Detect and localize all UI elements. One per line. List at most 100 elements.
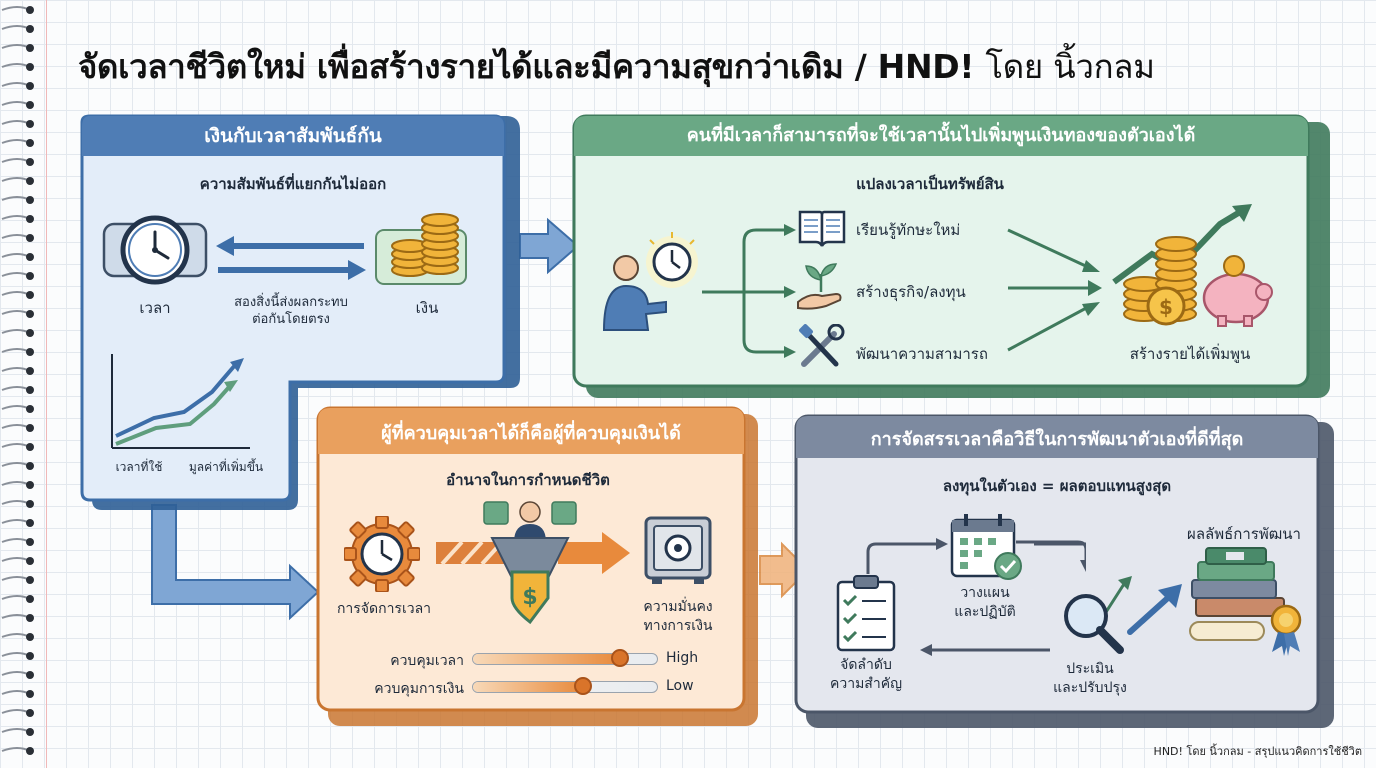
coins-piggy-growth-icon: $ bbox=[1112, 204, 1273, 327]
spiral-ring bbox=[1, 291, 31, 296]
spiral-hole bbox=[26, 44, 34, 52]
graph-x-label-time: เวลาที่ใช้ bbox=[115, 460, 163, 474]
slider-label-money: ควบคุมการเงิน bbox=[374, 681, 464, 697]
spiral-ring bbox=[1, 481, 31, 486]
assets-result-label: สร้างรายได้เพิ่มพูน bbox=[1129, 345, 1251, 363]
funnel-control-icon: $ bbox=[436, 501, 630, 625]
spiral-hole bbox=[26, 158, 34, 166]
spiral-hole bbox=[26, 538, 34, 546]
spiral-ring bbox=[1, 519, 31, 524]
cycle-arrows-icon bbox=[866, 538, 1086, 656]
spiral-hole bbox=[26, 234, 34, 242]
person-clock-icon bbox=[602, 232, 698, 331]
page-title: จัดเวลาชีวิตใหม่ เพื่อสร้างรายได้และมีคว… bbox=[78, 40, 1338, 100]
mutual-arrows-icon bbox=[216, 236, 366, 280]
assets-subtitle: แปลงเวลาเป็นทรัพย์สิน bbox=[856, 175, 1004, 193]
spiral-ring bbox=[1, 6, 31, 11]
spiral-hole bbox=[26, 443, 34, 451]
money-control-slider[interactable] bbox=[472, 677, 658, 695]
panel-money-time-header: เงินกับเวลาสัมพันธ์กัน bbox=[204, 125, 382, 147]
spiral-hole bbox=[26, 291, 34, 299]
money-control-knob[interactable] bbox=[574, 677, 593, 695]
notebook-margin-line bbox=[46, 0, 47, 768]
spiral-hole bbox=[26, 500, 34, 508]
spiral-hole bbox=[26, 6, 34, 14]
panel-develop: การจัดสรรเวลาคือวิธีในการพัฒนาตัวเองที่ด… bbox=[796, 420, 1318, 460]
spiral-ring bbox=[1, 348, 31, 353]
spiral-hole bbox=[26, 101, 34, 109]
spiral-hole bbox=[26, 63, 34, 71]
time-label: เวลา bbox=[139, 299, 171, 317]
panel-assets-header: คนที่มีเวลาก็สามารถที่จะใช้เวลานั้นไปเพิ… bbox=[686, 125, 1196, 146]
spiral-ring bbox=[1, 215, 31, 220]
time-control-knob[interactable] bbox=[611, 649, 630, 667]
spiral-ring bbox=[1, 196, 31, 201]
branch-label-learn: เรียนรู้ทักษะใหม่ bbox=[856, 221, 961, 239]
step-plan-label: วางแผน และปฏิบัติ bbox=[954, 585, 1016, 620]
develop-subtitle: ลงทุนในตัวเอง = ผลตอบแทนสูงสุด bbox=[942, 477, 1172, 495]
spiral-ring bbox=[1, 82, 31, 87]
gear-clock-icon bbox=[344, 516, 420, 592]
coins-icon bbox=[375, 213, 467, 285]
svg-text:$: $ bbox=[1159, 295, 1173, 319]
spiral-hole bbox=[26, 747, 34, 755]
spiral-hole bbox=[26, 709, 34, 717]
panel-assets-frame bbox=[572, 114, 1330, 398]
growth-arrow-icon bbox=[1127, 584, 1182, 635]
spiral-ring bbox=[1, 101, 31, 106]
panel-money-time: เงินกับเวลาสัมพันธ์กัน bbox=[82, 116, 504, 156]
spiral-hole bbox=[26, 272, 34, 280]
time-control-fill bbox=[473, 654, 621, 664]
control-subtitle: อำนาจในการกำหนดชีวิต bbox=[446, 471, 610, 489]
spiral-hole bbox=[26, 690, 34, 698]
spiral-ring bbox=[1, 557, 31, 562]
spiral-ring bbox=[1, 234, 31, 239]
checklist-icon bbox=[836, 575, 896, 652]
spiral-ring bbox=[1, 272, 31, 277]
spiral-ring bbox=[1, 576, 31, 581]
growth-graph-icon bbox=[111, 354, 250, 449]
spiral-hole bbox=[26, 177, 34, 185]
spiral-hole bbox=[26, 405, 34, 413]
spiral-hole bbox=[26, 652, 34, 660]
spiral-hole bbox=[26, 120, 34, 128]
spiral-ring bbox=[1, 329, 31, 334]
spiral-ring bbox=[1, 500, 31, 505]
spiral-hole bbox=[26, 310, 34, 318]
slider-value-money: Low bbox=[666, 678, 694, 694]
spiral-hole bbox=[26, 633, 34, 641]
spiral-hole bbox=[26, 519, 34, 527]
spiral-ring bbox=[1, 386, 31, 391]
magnifier-chart-icon bbox=[1064, 576, 1132, 654]
spiral-hole bbox=[26, 386, 34, 394]
spiral-hole bbox=[26, 614, 34, 622]
spiral-hole bbox=[26, 671, 34, 679]
spiral-hole bbox=[26, 557, 34, 565]
spiral-ring bbox=[1, 747, 31, 752]
notebook-spiral bbox=[1, 6, 34, 755]
spiral-ring bbox=[1, 728, 31, 733]
spiral-ring bbox=[1, 177, 31, 182]
converging-arrows-icon bbox=[1007, 228, 1102, 352]
spiral-hole bbox=[26, 462, 34, 470]
spiral-ring bbox=[1, 310, 31, 315]
panel-develop-header: การจัดสรรเวลาคือวิธีในการพัฒนาตัวเองที่ด… bbox=[870, 429, 1244, 450]
spiral-ring bbox=[1, 462, 31, 467]
branch-label-skills: พัฒนาความสามารถ bbox=[856, 345, 988, 363]
spiral-hole bbox=[26, 253, 34, 261]
panel-control-header: ผู้ที่ควบคุมเวลาได้ก็คือผู้ที่ควบคุมเงิน… bbox=[381, 423, 681, 444]
money-label: เงิน bbox=[415, 299, 439, 317]
spiral-hole bbox=[26, 348, 34, 356]
time-control-slider[interactable] bbox=[472, 649, 658, 667]
money-time-subtitle: ความสัมพันธ์ที่แยกกันไม่ออก bbox=[199, 175, 387, 193]
slider-label-time: ควบคุมเวลา bbox=[390, 653, 464, 669]
slider-value-time: High bbox=[666, 650, 699, 666]
spiral-ring bbox=[1, 25, 31, 30]
mutual-effect-text: สองสิ่งนี้ส่งผลกระทบ ต่อกันโดยตรง bbox=[234, 295, 348, 327]
spiral-hole bbox=[26, 329, 34, 337]
books-certificate-icon bbox=[1189, 547, 1302, 656]
spiral-hole bbox=[26, 728, 34, 736]
spiral-hole bbox=[26, 595, 34, 603]
spiral-ring bbox=[1, 120, 31, 125]
footer-credit: HND! โดย นิ้วกลม - สรุปแนวคิดการใช้ชีวิต bbox=[1153, 745, 1362, 758]
